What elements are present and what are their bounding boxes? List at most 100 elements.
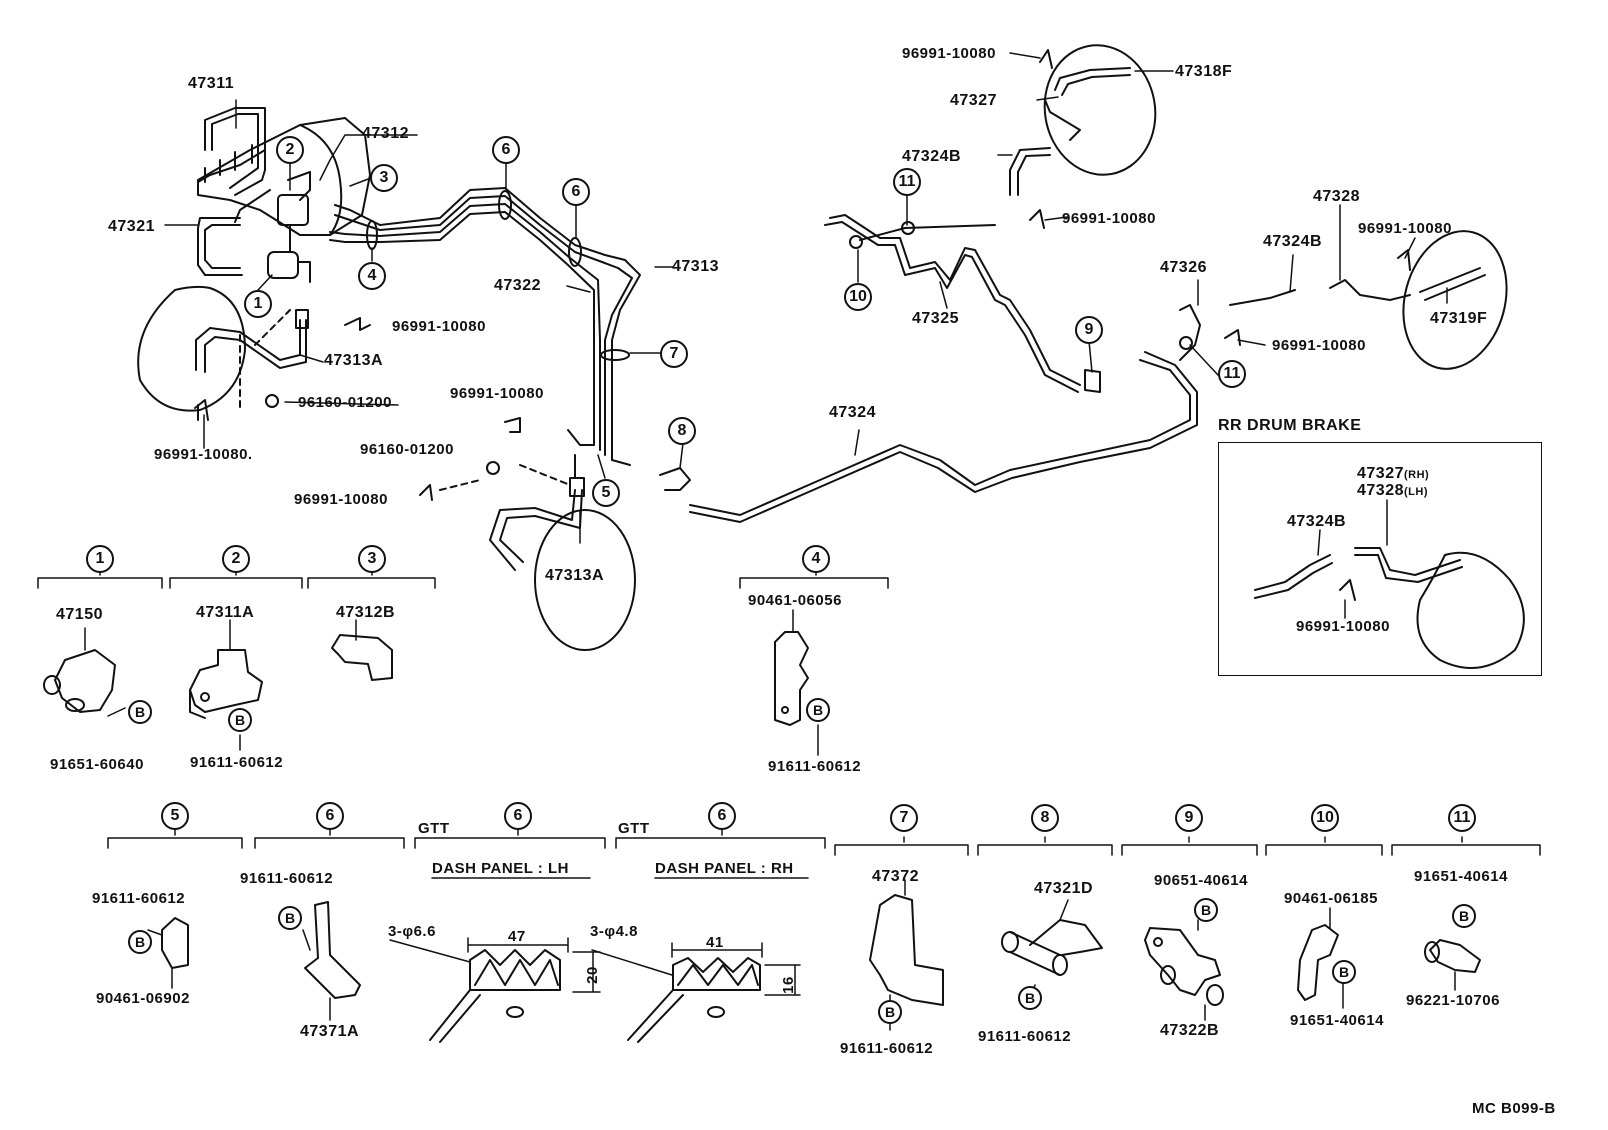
- detail5-91611-60612: 91611-60612: [92, 890, 186, 907]
- rear-left-wheel: [1009, 44, 1157, 229]
- detail8-91611-60612: 91611-60612: [978, 1028, 1072, 1045]
- gtt-rh: GTT: [618, 820, 650, 837]
- detail-drawings-row2: [147, 877, 1481, 1043]
- hole-lh: 3-φ6.6: [388, 923, 436, 940]
- callout-5: 5: [592, 479, 620, 507]
- detail-47311A: 47311A: [196, 604, 255, 621]
- detail-callout-8: 8: [1031, 804, 1059, 832]
- bolt-b-8: B: [1018, 986, 1042, 1010]
- detail-callout-3: 3: [358, 545, 386, 573]
- label-96991-10080-c: 96991-10080: [450, 385, 544, 402]
- detail11-91651-40614: 91651-40614: [1414, 868, 1508, 885]
- detail-callout-9: 9: [1175, 804, 1203, 832]
- label-96991-10080-d: 96991-10080: [294, 491, 388, 508]
- label-47327: 47327: [950, 92, 997, 109]
- bolt-b-11: B: [1452, 904, 1476, 928]
- detail-drawings-row1: [43, 609, 819, 756]
- detail5-90461-06902: 90461-06902: [96, 990, 190, 1007]
- callout-9: 9: [1075, 316, 1103, 344]
- detail-90461-06056: 90461-06056: [748, 592, 842, 609]
- drum-label-96991: 96991-10080: [1296, 618, 1390, 635]
- rear-right-wheel: [1179, 230, 1508, 370]
- drum-label-47324B: 47324B: [1287, 513, 1347, 530]
- label-96991-10080-b: 96991-10080.: [154, 446, 253, 463]
- rr-drum-brake-artwork: [1254, 499, 1525, 669]
- detail8-47321D: 47321D: [1034, 880, 1094, 897]
- drum-47327-text: 47327: [1357, 465, 1404, 482]
- pipe-47321: [197, 189, 271, 276]
- dim-16: 16: [779, 976, 797, 994]
- callout-11a: 11: [893, 168, 921, 196]
- drum-brake-title: RR DRUM BRAKE: [1218, 417, 1362, 434]
- detail10-90461-06185: 90461-06185: [1284, 890, 1378, 907]
- gtt-lh: GTT: [418, 820, 450, 837]
- callout-11b: 11: [1218, 360, 1246, 388]
- detail-91611-60612-b: 91611-60612: [768, 758, 862, 775]
- detail6-47371A: 47371A: [300, 1023, 360, 1040]
- detail7-47372: 47372: [872, 868, 919, 885]
- callout-6a: 6: [492, 136, 520, 164]
- detail-callout-6b: 6: [504, 802, 532, 830]
- proportioning-valve: [267, 171, 311, 283]
- label-47313A-right: 47313A: [545, 567, 605, 584]
- callout-10: 10: [844, 283, 872, 311]
- detail7-91611-60612: 91611-60612: [840, 1040, 934, 1057]
- detail-callout-1: 1: [86, 545, 114, 573]
- pipe-47325: [824, 214, 1101, 393]
- bolt-b-6: B: [278, 906, 302, 930]
- drum-label-47327: 47327(RH): [1357, 465, 1429, 484]
- detail-91611-60612-a: 91611-60612: [190, 754, 284, 771]
- callout-4: 4: [358, 262, 386, 290]
- label-96991-10080-top: 96991-10080: [902, 45, 996, 62]
- detail9-90651-40614: 90651-40614: [1154, 872, 1248, 889]
- callout-2: 2: [276, 136, 304, 164]
- diagram-code: MC B099-B: [1472, 1100, 1556, 1117]
- bolt-b-7: B: [878, 1000, 902, 1024]
- label-47324B-right: 47324B: [1263, 233, 1323, 250]
- dash-panel-lh: DASH PANEL : LH: [432, 860, 569, 877]
- front-left-disc: [137, 285, 309, 412]
- clip-shapes: [194, 317, 691, 501]
- bolt-b-4: B: [806, 698, 830, 722]
- drum-label-47328: 47328(LH): [1357, 482, 1428, 501]
- label-96991-10080-e: 96991-10080: [1062, 210, 1156, 227]
- drum-47328-text: 47328: [1357, 482, 1404, 499]
- label-47328: 47328: [1313, 188, 1360, 205]
- callout-7: 7: [660, 340, 688, 368]
- label-96991-10080-f: 96991-10080: [1358, 220, 1452, 237]
- drum-rh-text: (RH): [1404, 469, 1430, 481]
- callout-3: 3: [370, 164, 398, 192]
- detail-47312B: 47312B: [336, 604, 396, 621]
- label-96160-01200-b: 96160-01200: [360, 441, 454, 458]
- label-47318F: 47318F: [1175, 63, 1233, 80]
- leader-lines: [164, 52, 1448, 544]
- hole-rh: 3-φ4.8: [590, 923, 638, 940]
- detail-91651-60640: 91651-60640: [50, 756, 144, 773]
- detail6-91611-60612: 91611-60612: [240, 870, 334, 887]
- callout-6b: 6: [562, 178, 590, 206]
- label-96991-10080-a: 96991-10080: [392, 318, 486, 335]
- label-47324B-top: 47324B: [902, 148, 962, 165]
- label-96160-01200-a: 96160-01200: [298, 394, 392, 411]
- label-47312: 47312: [362, 125, 409, 142]
- bolt-b-1: B: [128, 700, 152, 724]
- detail-callout-4: 4: [802, 545, 830, 573]
- label-96991-10080-g: 96991-10080: [1272, 337, 1366, 354]
- dim-47: 47: [508, 928, 526, 945]
- label-47322: 47322: [494, 277, 541, 294]
- bolt-b-5: B: [128, 930, 152, 954]
- label-47313: 47313: [672, 258, 719, 275]
- drum-lh-text: (LH): [1404, 486, 1428, 498]
- drum-brake-inset: [1218, 442, 1542, 676]
- detail9-47322B: 47322B: [1160, 1022, 1220, 1039]
- detail10-91651-40614: 91651-40614: [1290, 1012, 1384, 1029]
- bolt-b-9: B: [1194, 898, 1218, 922]
- callout-8: 8: [668, 417, 696, 445]
- label-47324: 47324: [829, 404, 876, 421]
- pipe-47311: [204, 107, 266, 196]
- detail-47150: 47150: [56, 606, 103, 623]
- label-47313A-left: 47313A: [324, 352, 384, 369]
- dim-20: 20: [583, 966, 601, 984]
- detail11-96221-10706: 96221-10706: [1406, 992, 1500, 1009]
